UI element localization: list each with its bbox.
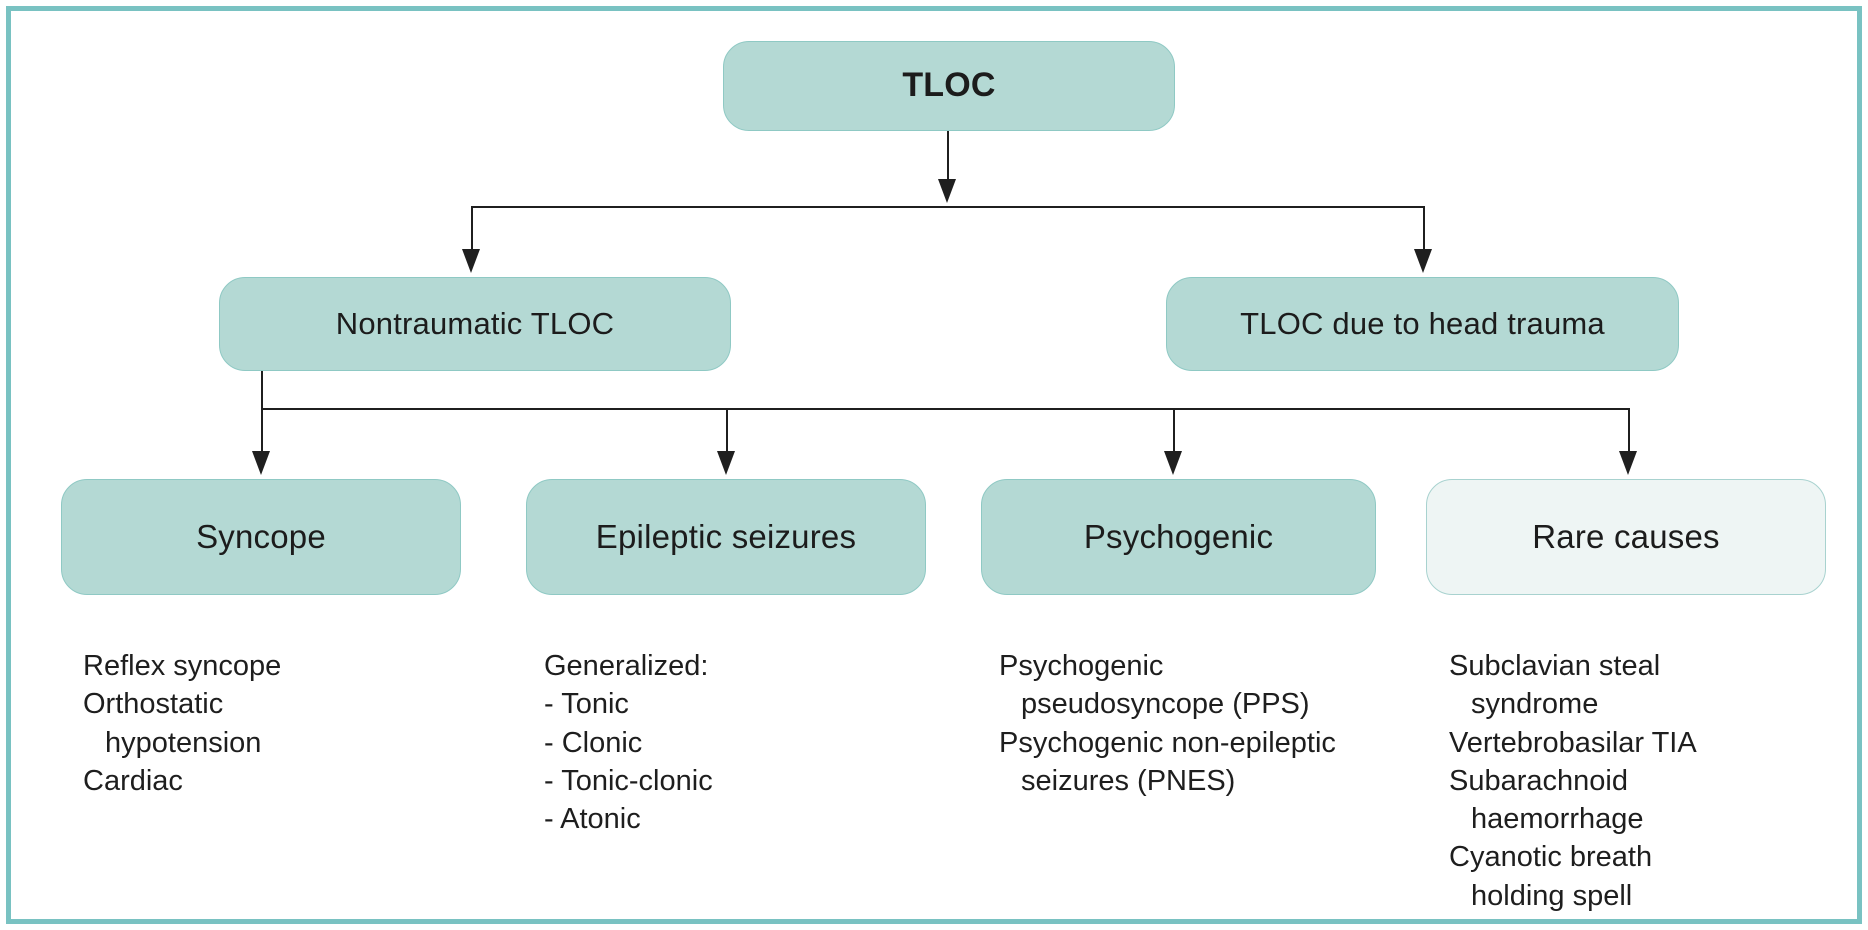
- node-rare-causes-label: Rare causes: [1532, 517, 1720, 555]
- arrowhead-head-trauma: [1414, 249, 1432, 273]
- node-tloc-head-trauma[interactable]: TLOC due to head trauma: [1166, 277, 1679, 371]
- node-epileptic-seizures[interactable]: Epileptic seizures: [526, 479, 926, 595]
- node-nontraumatic-tloc[interactable]: Nontraumatic TLOC: [219, 277, 731, 371]
- detail-list-psychogenic: Psychogenic pseudosyncope (PPS) Psychogeni…: [999, 647, 1336, 800]
- connector-drop-nontraumatic: [471, 206, 473, 252]
- connector-nontraumatic-stem: [261, 371, 263, 409]
- detail-line: - Tonic: [544, 688, 629, 721]
- node-psychogenic-label: Psychogenic: [1083, 517, 1274, 555]
- node-syncope[interactable]: Syncope: [61, 479, 461, 595]
- detail-line: Cardiac: [83, 764, 183, 797]
- arrowhead-syncope: [252, 451, 270, 475]
- arrowhead-epileptic: [717, 451, 735, 475]
- detail-line: - Tonic-clonic: [544, 764, 713, 797]
- detail-line: Orthostatic: [83, 688, 224, 721]
- detail-line: syndrome: [1471, 688, 1599, 721]
- node-epileptic-seizures-label: Epileptic seizures: [595, 517, 857, 555]
- detail-line: Psychogenic non-epileptic: [999, 726, 1336, 759]
- detail-line: holding spell: [1471, 879, 1633, 912]
- node-psychogenic[interactable]: Psychogenic: [981, 479, 1376, 595]
- detail-line: hypotension: [105, 726, 262, 759]
- connector-split-level2: [471, 206, 1424, 208]
- diagram-frame: TLOC Nontraumatic TLOC TLOC due to head …: [6, 6, 1862, 924]
- connector-root-stem: [947, 131, 949, 183]
- arrowhead-rare: [1619, 451, 1637, 475]
- node-tloc-head-trauma-label: TLOC due to head trauma: [1240, 305, 1605, 341]
- connector-drop-rare: [1628, 408, 1630, 454]
- arrowhead-root-stem: [938, 179, 956, 203]
- detail-line: Cyanotic breath: [1449, 841, 1653, 874]
- node-syncope-label: Syncope: [196, 517, 326, 555]
- connector-drop-psychogenic: [1173, 408, 1175, 454]
- detail-line: pseudosyncope (PPS): [1021, 688, 1310, 721]
- detail-line: - Atonic: [544, 803, 641, 836]
- arrowhead-nontraumatic: [462, 249, 480, 273]
- node-rare-causes[interactable]: Rare causes: [1426, 479, 1826, 595]
- detail-line: Subarachnoid: [1449, 764, 1628, 797]
- detail-line: Generalized:: [544, 650, 709, 682]
- connector-drop-syncope: [261, 408, 263, 454]
- connector-drop-head-trauma: [1423, 206, 1425, 252]
- arrowhead-psychogenic: [1164, 451, 1182, 475]
- detail-line: - Clonic: [544, 726, 643, 759]
- detail-line: Psychogenic: [999, 650, 1164, 682]
- connector-split-level3: [261, 408, 1628, 410]
- detail-line: Subclavian steal: [1449, 650, 1661, 682]
- detail-line: Vertebrobasilar TIA: [1449, 726, 1697, 759]
- connector-drop-epileptic: [726, 408, 728, 454]
- detail-line: Reflex syncope: [83, 650, 282, 682]
- node-nontraumatic-tloc-label: Nontraumatic TLOC: [335, 305, 615, 341]
- detail-list-epileptic-seizures: Generalized: - Tonic - Clonic - Tonic-cloni…: [544, 647, 713, 838]
- node-tloc[interactable]: TLOC: [723, 41, 1175, 131]
- detail-line: seizures (PNES): [1021, 764, 1236, 797]
- detail-line: haemorrhage: [1471, 803, 1644, 836]
- node-tloc-label: TLOC: [902, 66, 996, 105]
